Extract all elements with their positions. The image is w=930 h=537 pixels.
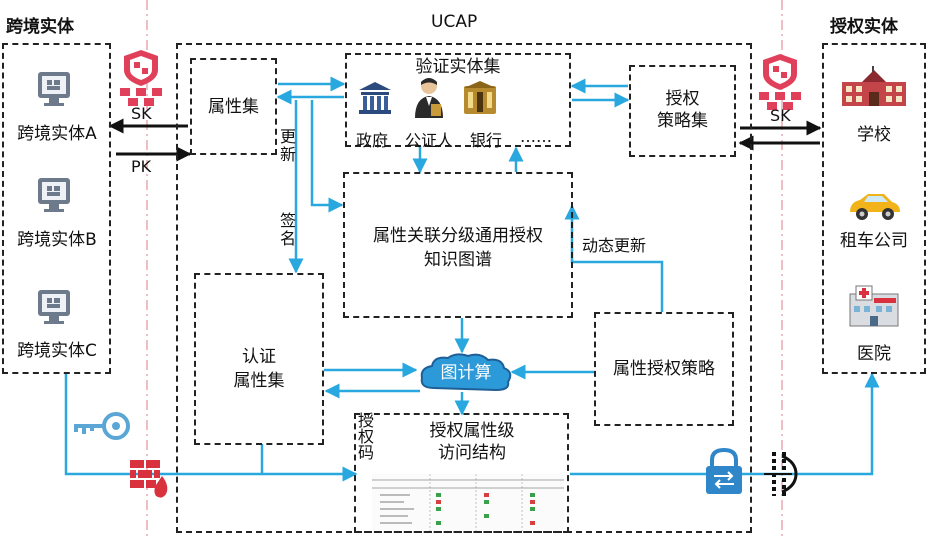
computer-icon bbox=[38, 290, 70, 324]
encryption-gateway-icon bbox=[764, 452, 798, 496]
school-building-icon bbox=[842, 66, 906, 106]
school-label: 学校 bbox=[857, 125, 891, 145]
auth-policy-set-line2: 策略集 bbox=[657, 111, 708, 131]
cert-attr-set-line2: 属性集 bbox=[233, 371, 285, 391]
verify-entity-set-box bbox=[345, 53, 571, 147]
verify-item-bank: 银行 bbox=[470, 131, 503, 150]
notary-person-icon bbox=[415, 78, 443, 118]
attr-set-label: 属性集 bbox=[208, 97, 259, 117]
right-entity-group bbox=[822, 43, 926, 374]
access-struct-line1: 授权属性级 bbox=[429, 421, 515, 441]
sk-right-label: SK bbox=[770, 106, 791, 125]
computer-icon bbox=[38, 178, 70, 212]
access-struct-line2: 访问结构 bbox=[438, 443, 506, 463]
hospital-label: 医院 bbox=[857, 344, 891, 364]
left-entity-group bbox=[2, 43, 111, 374]
verify-entity-set-title: 验证实体集 bbox=[415, 57, 501, 77]
attr-auth-policy-box bbox=[594, 312, 734, 426]
cert-attr-set-line1: 认证 bbox=[242, 347, 276, 367]
auth-policy-set-box bbox=[629, 65, 736, 157]
lock-icon bbox=[706, 448, 742, 494]
sk-left-label: SK bbox=[131, 104, 152, 123]
graph-compute-label: 图计算 bbox=[440, 363, 492, 383]
shield-network-icon bbox=[120, 50, 162, 106]
knowledge-graph-box bbox=[343, 172, 573, 318]
access-table-thumbnail bbox=[372, 474, 564, 531]
hospital-icon bbox=[849, 285, 899, 327]
dynamic-update-label: 动态更新 bbox=[582, 236, 647, 255]
right-entity-title: 授权实体 bbox=[830, 17, 898, 37]
auth-policy-set-line1: 授权 bbox=[665, 89, 700, 109]
entity-a-label: 跨境实体A bbox=[17, 124, 97, 144]
entity-b-label: 跨境实体B bbox=[17, 230, 97, 250]
verify-item-notary: 公证人 bbox=[405, 131, 454, 150]
attr-set-box bbox=[190, 58, 277, 155]
entity-c-label: 跨境实体C bbox=[17, 341, 97, 361]
firewall-icon bbox=[130, 460, 168, 498]
knowledge-graph-line1: 属性关联分级通用授权 bbox=[373, 226, 543, 246]
verify-item-government: 政府 bbox=[356, 131, 389, 150]
graph-compute-cloud-icon bbox=[420, 353, 512, 392]
cert-attr-set-box bbox=[194, 273, 324, 445]
bank-icon bbox=[464, 81, 496, 114]
car-icon bbox=[850, 194, 900, 220]
sign-label: 签名 bbox=[277, 212, 296, 248]
shield-network-icon bbox=[759, 54, 801, 110]
computer-icon bbox=[38, 72, 70, 106]
key-icon bbox=[74, 412, 130, 440]
ucap-title: UCAP bbox=[431, 12, 478, 32]
knowledge-graph-line2: 知识图谱 bbox=[424, 250, 492, 270]
auth-access-struct-box bbox=[354, 413, 569, 533]
left-entity-title: 跨境实体 bbox=[6, 17, 74, 37]
car-rental-label: 租车公司 bbox=[840, 231, 908, 251]
attr-auth-policy-label: 属性授权策略 bbox=[613, 359, 715, 379]
verify-item-more: …… bbox=[520, 127, 552, 146]
auth-code-label: 授权码 bbox=[355, 412, 374, 460]
pk-left-label: PK bbox=[131, 157, 152, 176]
government-building-icon bbox=[359, 82, 391, 114]
update-label: 更新 bbox=[277, 128, 296, 164]
